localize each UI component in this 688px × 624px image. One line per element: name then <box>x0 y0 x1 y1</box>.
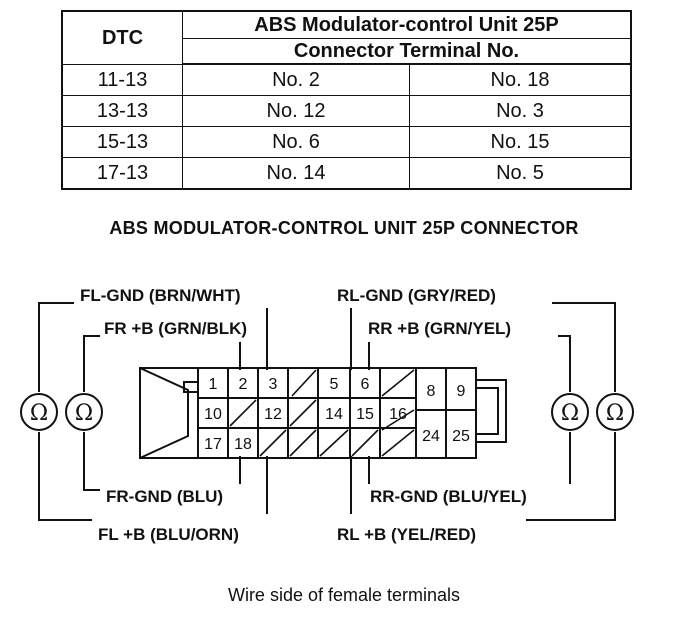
terminal-b-cell: No. 15 <box>409 126 632 158</box>
ohm-symbol: Ω <box>561 401 579 426</box>
rr-b-label: RR +B (GRN/YEL) <box>368 319 511 338</box>
pin-label: 5 <box>330 376 339 393</box>
pin-label: 16 <box>389 406 407 423</box>
ohm-symbol: Ω <box>75 401 93 426</box>
terminal-b-cell: No. 5 <box>409 157 632 190</box>
terminal-a-cell: No. 14 <box>182 157 410 190</box>
table-row: 17-13 No. 14 No. 5 <box>61 157 632 190</box>
terminal-b-cell: No. 3 <box>409 95 632 127</box>
header-terminal-line1: ABS Modulator-control Unit 25P <box>182 10 632 39</box>
pin-label: 1 <box>209 376 218 393</box>
rl-gnd-label: RL-GND (GRY/RED) <box>337 286 496 305</box>
pin-label: 6 <box>361 376 370 393</box>
ohmmeter-rl-icon <box>596 393 634 431</box>
fr-gnd-label: FR-GND (BLU) <box>106 487 223 506</box>
ohmmeter-fl-icon <box>20 393 58 431</box>
rr-b-wire <box>368 335 571 392</box>
connector-left-hood <box>139 367 198 459</box>
pin-label: 10 <box>204 406 222 423</box>
rl-gnd-wire <box>350 302 616 392</box>
pin-label: 8 <box>427 383 436 400</box>
rr-gnd-label: RR-GND (BLU/YEL) <box>370 487 527 506</box>
empty-cavities <box>229 369 415 457</box>
table-row: 13-13 No. 12 No. 3 <box>61 95 632 127</box>
pin-label: 15 <box>356 406 374 423</box>
terminal-a-cell: No. 12 <box>182 95 410 127</box>
header-terminal-line2: Connector Terminal No. <box>182 38 632 65</box>
pin-label: 17 <box>204 436 222 453</box>
ohm-symbol: Ω <box>30 401 48 426</box>
terminal-b-cell: No. 18 <box>409 63 632 96</box>
pin-label: 18 <box>234 436 252 453</box>
diagram-title: ABS MODULATOR-CONTROL UNIT 25P CONNECTOR <box>109 218 579 238</box>
connector-lock-tab <box>183 381 199 393</box>
dtc-cell: 17-13 <box>61 157 183 190</box>
dtc-terminal-table: DTC ABS Modulator-control Unit 25P Conne… <box>61 10 632 190</box>
pin-label: 3 <box>269 376 278 393</box>
connector-body <box>197 367 477 459</box>
pin-label: 12 <box>264 406 282 423</box>
pin-label: 9 <box>457 383 466 400</box>
table-row: 15-13 No. 6 No. 15 <box>61 126 632 158</box>
fr-b-label: FR +B (GRN/BLK) <box>104 319 247 338</box>
fl-b-label: FL +B (BLU/ORN) <box>98 525 239 544</box>
ohmmeter-rr-icon <box>551 393 589 431</box>
fl-gnd-label: FL-GND (BRN/WHT) <box>80 286 241 305</box>
ohmmeter-fr-icon <box>65 393 103 431</box>
diagram-caption: Wire side of female terminals <box>227 585 461 605</box>
pin-label: 2 <box>239 376 248 393</box>
pin-label: 14 <box>325 406 343 423</box>
fl-gnd-wire <box>38 302 268 392</box>
ohm-symbol: Ω <box>606 401 624 426</box>
rl-b-label: RL +B (YEL/RED) <box>337 525 476 544</box>
connector-right-latch <box>476 379 507 443</box>
terminal-a-cell: No. 6 <box>182 126 410 158</box>
header-dtc: DTC <box>61 10 183 65</box>
dtc-cell: 15-13 <box>61 126 183 158</box>
pin-label: 24 <box>422 428 440 445</box>
pin-label: 25 <box>452 428 470 445</box>
